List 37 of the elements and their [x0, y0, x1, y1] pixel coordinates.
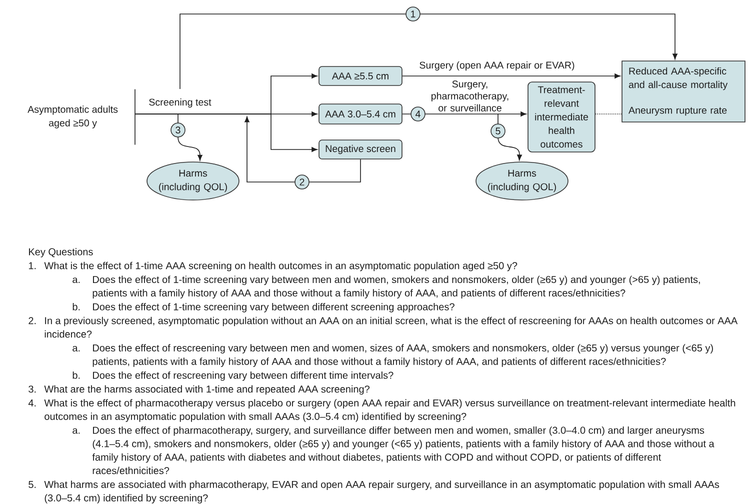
population-label: Asymptomatic adults aged ≥50 y [28, 88, 136, 146]
list-marker: 2. [28, 317, 36, 324]
arrow [244, 116, 361, 182]
screening-result-box: AAA ≥5.5 cm [318, 66, 402, 86]
question-text: What is the effect of 1-time AAA screening on health outcomes in an asymptomatic population aged ≥50 y? [44, 262, 518, 272]
list-marker: a. [72, 278, 80, 284]
question-text: Does the effect of 1-time screening vary between men and women, smokers and nonsmokers, older (≥65 y) and younger (>65 y) patients, patients with a family history of AAA and those without a family history of AAA, and patients of different races/ethnicities? [92, 276, 700, 298]
question-text: What harms are associated with pharmacotherapy, EVAR and open AAA repair surgery, and surveillance in an asymptomatic population with small AAAs (3.0–5.4 cm) identified by screening? [44, 480, 720, 504]
question-text: Does the effect of 1-time screening vary between different screening approaches? [93, 303, 454, 312]
list-marker: 5. [28, 481, 36, 488]
arrow [134, 114, 318, 152]
list-marker: 4. [28, 400, 36, 406]
question-text: Does the effect of rescreening vary between men and women, sizes of AAA, smokers and nonsmokers, older (≥65 y) versus younger (<65 y) patients, patients with a family history of AAA and those without a family history of AAA, and patients of different races/ethnicities? [92, 344, 713, 367]
screening-result-box: Negative screen [318, 140, 402, 160]
arrow [402, 74, 620, 78]
health-outcome-box: Reduced AAA-specific and all-cause mortality Aneurysm rupture rate [622, 60, 746, 122]
list-marker: b. [72, 303, 80, 310]
list-marker: a. [72, 346, 80, 352]
arrow [402, 112, 526, 116]
question-text: What is the effect of pharmacotherapy versus placebo or surgery (open AAA repair and EVAR) versus surveillance on treatment-relevant intermediate health outcomes in an asymptomatic population with small AAAs (3.0–5.4 cm) identified by screening? [44, 399, 736, 422]
screening-result-box: AAA 3.0–5.4 cm [318, 104, 402, 124]
list-marker: 3. [28, 386, 36, 393]
list-marker: a. [72, 428, 80, 434]
edge-label: Surgery (open AAA repair or EVAR) [420, 61, 574, 71]
section-heading: Key Questions [29, 248, 93, 258]
question-text: In a previously screened, asymptomatic population without an AAA on an initial screen, what is the effect of rescreening for AAAs on health outcomes or AAA incidence? [44, 316, 738, 338]
edge-label: Surgery, pharmacotherapy, or surveillance [432, 80, 508, 112]
curved-arrow [498, 114, 522, 160]
question-text: What are the harms associated with 1-time and repeated AAA screening? [44, 385, 370, 395]
list-marker: 1. [28, 262, 36, 270]
arrow [180, 14, 678, 90]
curved-arrow [178, 114, 202, 161]
intermediate-outcome-box: Treatment-relevant intermediate health outcomes [528, 82, 596, 152]
edge-label: Screening test [149, 98, 212, 108]
list-marker: b. [72, 371, 80, 379]
question-text: Does the effect of rescreening vary between different time intervals? [93, 371, 394, 381]
question-text: Does the effect of pharmacotherapy, surgery, and surveillance differ between men and women, smaller (3.0–4.0 cm) and larger aneurysms (4.1–5.4 cm), smokers and nonsmokers, older (≥65 y) and younger (<65 y) patients, patients with a family history of AAA and those without a family history of AAA, patients with diabetes and without diabetes, patients with COPD and without COPD, or patients of different races/ethnicities? [92, 426, 714, 474]
